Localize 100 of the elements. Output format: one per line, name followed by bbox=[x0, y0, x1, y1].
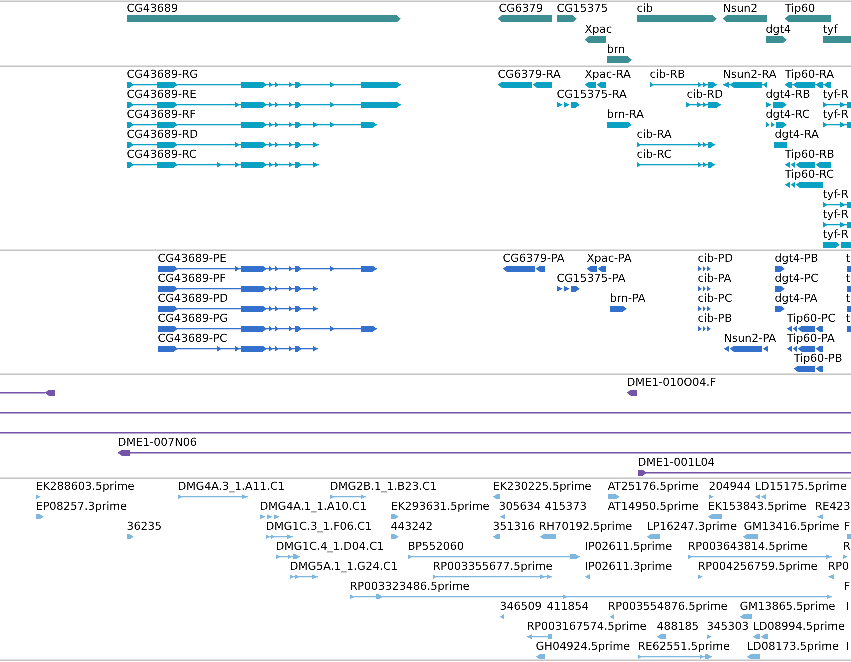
feature-label: Tip60-PB bbox=[794, 352, 843, 365]
feature-label: CG15375-PA bbox=[557, 272, 626, 285]
feature-label: 415373 bbox=[545, 500, 587, 513]
feature-label: DME1-010O04.F bbox=[627, 376, 716, 389]
feature-label: DMG5A.1_1.G24.C1 bbox=[290, 560, 398, 573]
feature-label: RP003167574.5prime bbox=[527, 620, 647, 633]
feature-label: CG43689-PD bbox=[158, 292, 228, 305]
feature-label: Tip60-RC bbox=[785, 168, 834, 181]
feature-label: t bbox=[846, 252, 850, 265]
feature-label: RP004256759.5prime bbox=[698, 560, 818, 573]
feature-label: GH04924.5prime bbox=[536, 640, 630, 653]
feature-label: tyf-R bbox=[823, 208, 849, 221]
feature-label: F bbox=[844, 580, 850, 593]
feature-label: Tip60 bbox=[785, 2, 816, 15]
feature-label: GM13865.5prime bbox=[740, 600, 836, 613]
feature-label: 411854 bbox=[547, 600, 589, 613]
feature-label: IP02611.3prime bbox=[585, 560, 672, 573]
feature-label: 305634 bbox=[499, 500, 541, 513]
feature-label: Tip60-RA bbox=[785, 68, 834, 81]
feature-label: dgt4-PA bbox=[775, 292, 818, 305]
feature-label: dgt4 bbox=[766, 23, 792, 36]
feature-label: brn bbox=[607, 43, 626, 56]
feature-label: cib-RC bbox=[637, 148, 672, 161]
feature-label: DMG4A.1_1.A10.C1 bbox=[260, 500, 368, 513]
feature-label: LD15175.5prime bbox=[755, 480, 848, 493]
feature-label: Xpac-RA bbox=[585, 68, 631, 81]
feature-label: tyf-R bbox=[823, 228, 849, 241]
feature-label: EK293631.5prime bbox=[391, 500, 490, 513]
feature-label: 443242 bbox=[391, 520, 433, 533]
feature-label: DME1-001L04 bbox=[638, 456, 715, 469]
feature-label: 488185 bbox=[657, 620, 699, 633]
feature-label: 351316 bbox=[493, 520, 535, 533]
feature-label: dgt4-RA bbox=[775, 128, 819, 141]
feature-label: 346509 bbox=[500, 600, 542, 613]
feature-label: CG43689 bbox=[127, 2, 178, 15]
feature-label: cib-PC bbox=[698, 292, 732, 305]
feature-label: EK288603.5prime bbox=[36, 480, 135, 493]
feature-label: tyf-R bbox=[823, 108, 849, 121]
feature-label: tyf-R bbox=[823, 188, 849, 201]
feature-label: EP08257.3prime bbox=[36, 500, 128, 513]
feature-label: Nsun2 bbox=[723, 2, 758, 15]
feature-label: 204944 bbox=[709, 480, 751, 493]
feature-label: CG43689-RF bbox=[127, 108, 196, 121]
feature-label: BP552060 bbox=[408, 540, 464, 553]
feature-label: t bbox=[846, 292, 850, 305]
feature-label: Tip60-RB bbox=[785, 148, 835, 161]
feature-label: CG43689-RE bbox=[127, 88, 197, 101]
feature-label: CG43689-RC bbox=[127, 148, 197, 161]
feature-label: RE62551.5prime bbox=[638, 640, 730, 653]
feature-label: CG6379 bbox=[499, 2, 544, 15]
feature-label: CG43689-PE bbox=[158, 252, 227, 265]
feature-label: dgt4-PB bbox=[775, 252, 818, 265]
feature-label: DME1-007N06 bbox=[118, 436, 198, 449]
feature-label: brn-RA bbox=[607, 108, 644, 121]
feature-label: RP003323486.5prime bbox=[350, 580, 470, 593]
feature-label: cib-PB bbox=[698, 312, 732, 325]
feature-label: cib-RB bbox=[650, 68, 686, 81]
feature-label: F bbox=[844, 520, 850, 533]
feature-label: RP003355677.5prime bbox=[433, 560, 553, 573]
feature-label: RP003643814.5prime bbox=[688, 540, 808, 553]
feature-label: 345303 bbox=[707, 620, 749, 633]
feature-label: cib-PA bbox=[698, 272, 732, 285]
feature-label: CG15375 bbox=[557, 2, 608, 15]
feature-label: R bbox=[843, 540, 851, 553]
feature-label: RE423 bbox=[815, 500, 851, 513]
feature-label: tyf-R bbox=[823, 88, 849, 101]
feature-label: CG43689-PG bbox=[158, 312, 228, 325]
feature-label: RP0 bbox=[828, 560, 850, 573]
feature-label: CG43689-PC bbox=[158, 332, 228, 345]
feature-label: t bbox=[846, 312, 850, 325]
feature-label: GM13416.5prime bbox=[744, 520, 840, 533]
feature-label: I bbox=[846, 640, 850, 653]
feature-label: LP16247.3prime bbox=[647, 520, 738, 533]
feature-label: DMG2B.1_1.B23.C1 bbox=[330, 480, 438, 493]
feature-label: Xpac bbox=[585, 23, 612, 36]
feature-label: AT14950.5prime bbox=[608, 500, 699, 513]
feature-label: RP003554876.5prime bbox=[608, 600, 728, 613]
feature-label: t bbox=[846, 272, 850, 285]
feature-label: I bbox=[846, 600, 850, 613]
feature-label: RH70192.5prime bbox=[539, 520, 632, 533]
feature-label: CG43689-RG bbox=[127, 68, 198, 81]
feature-label: dgt4-RB bbox=[766, 88, 810, 101]
feature-label: LD08994.5prime bbox=[753, 620, 846, 633]
feature-label: tyf bbox=[823, 23, 838, 36]
feature-label: Tip60-PA bbox=[787, 332, 835, 345]
feature-label: Xpac-PA bbox=[587, 252, 632, 265]
feature-label: DMG1C.3_1.F06.C1 bbox=[266, 520, 372, 533]
feature-label: Nsun2-PA bbox=[724, 332, 776, 345]
feature-label: brn-PA bbox=[610, 292, 646, 305]
feature-label: cib-RA bbox=[637, 128, 672, 141]
feature-label: cib-PD bbox=[698, 252, 734, 265]
feature-label: 36235 bbox=[127, 520, 162, 533]
feature-label: CG43689-RD bbox=[127, 128, 198, 141]
feature-label: AT25176.5prime bbox=[608, 480, 699, 493]
feature-label: CG6379-RA bbox=[498, 68, 561, 81]
feature-label: CG15375-RA bbox=[557, 88, 627, 101]
feature-label: DMG4A.3_1.A11.C1 bbox=[178, 480, 286, 493]
feature-label: EK153843.5prime bbox=[708, 500, 807, 513]
feature-label: Nsun2-RA bbox=[723, 68, 777, 81]
feature-label: dgt4-PC bbox=[775, 272, 819, 285]
